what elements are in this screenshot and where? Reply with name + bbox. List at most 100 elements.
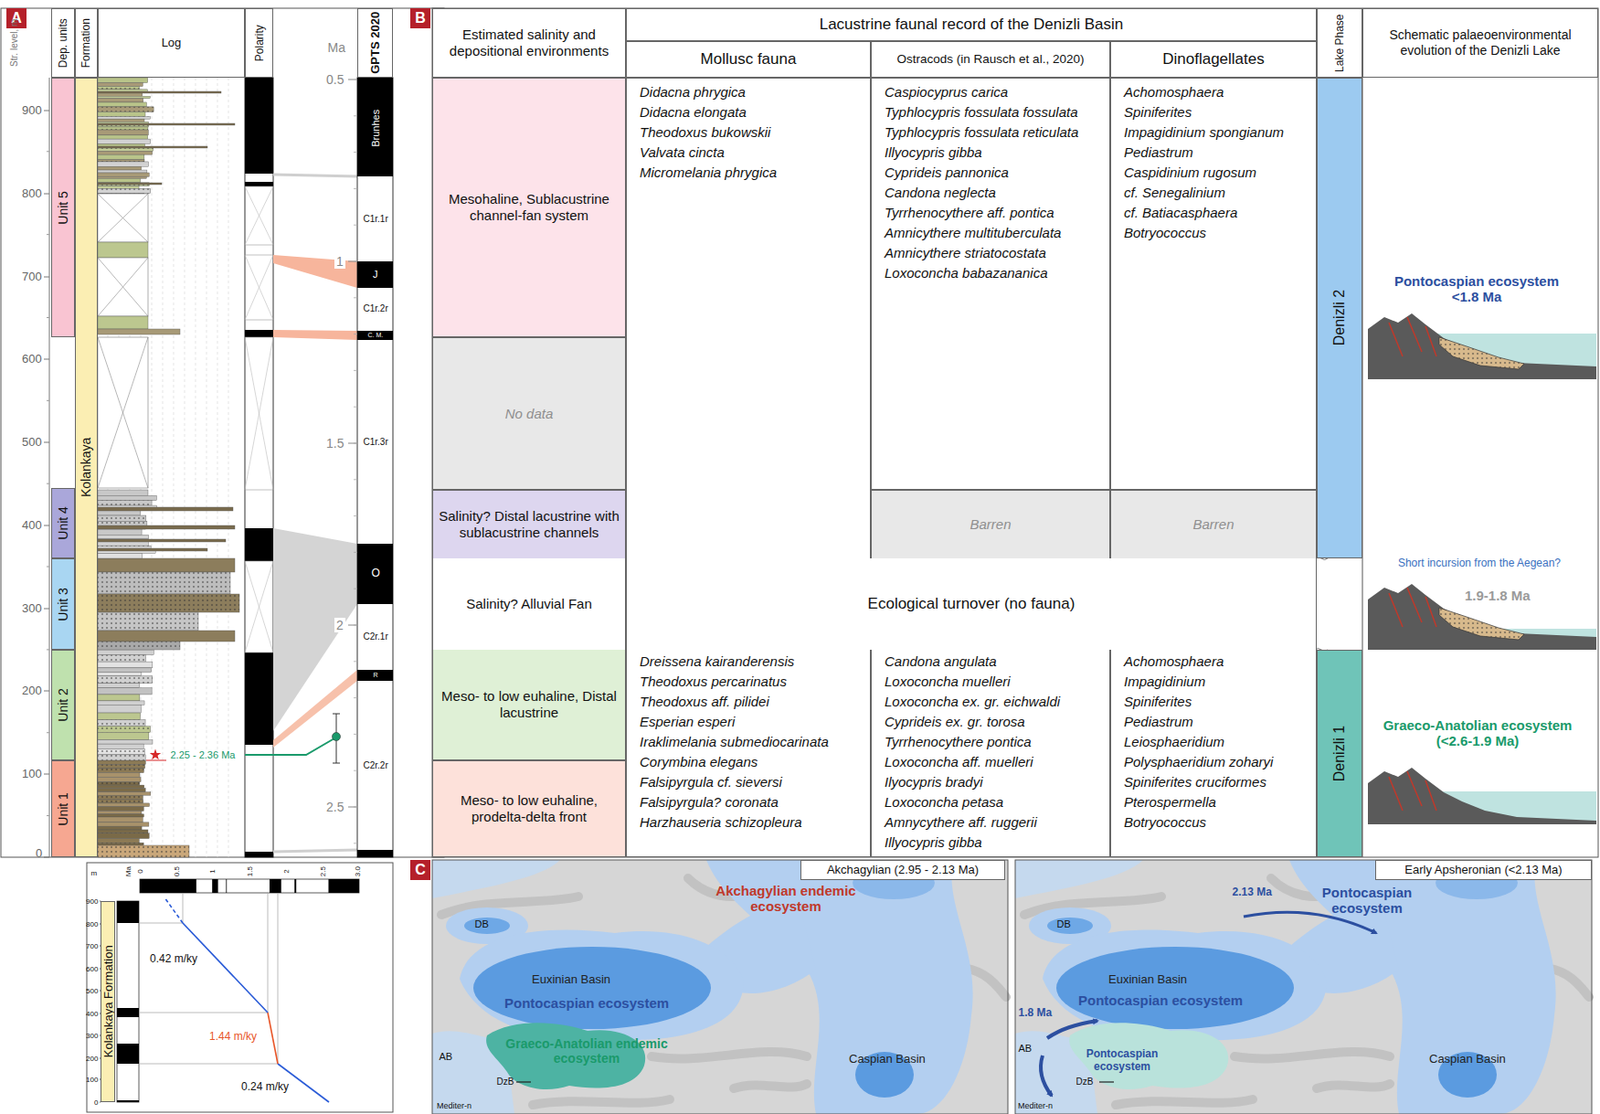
correlation-line <box>273 849 358 852</box>
depth-minor-tick <box>46 400 50 402</box>
log-bed <box>97 816 143 823</box>
log-bed <box>97 572 231 594</box>
species-name: Achomosphaera <box>1123 82 1311 103</box>
log-gap-cross <box>97 193 149 243</box>
label-anchor: C1r.2r <box>363 303 389 315</box>
log-bed <box>97 661 153 668</box>
log-bed <box>97 135 149 139</box>
figure-label: 0.5 <box>324 72 346 87</box>
age-minor-tick <box>353 625 358 626</box>
correlation-band <box>273 329 358 340</box>
species-name: Loxoconcha muelleri <box>884 671 1104 692</box>
label-anchor: C2r.1r <box>363 631 389 643</box>
polarity-gap <box>244 186 274 188</box>
node-text: No data <box>505 405 554 423</box>
node-text: Denizli 1 <box>1330 725 1348 782</box>
label-anchor: 100 <box>21 767 43 782</box>
figure-label: Pontocaspian ecosystem <box>1078 992 1243 1008</box>
log-bed <box>97 186 139 190</box>
map-ridge <box>1234 1051 1390 1059</box>
log-bed <box>97 612 199 631</box>
figure-label: C1r.2r <box>363 303 389 315</box>
panel-frame <box>432 8 1599 858</box>
fault-line <box>1407 317 1422 352</box>
species-name: Theodoxus aff. pilidei <box>639 691 865 712</box>
label-anchor: Str. level, m <box>0 37 39 49</box>
table-header: Schematic palaeoenvironmental evolution … <box>1362 8 1599 78</box>
node-text: Polarity <box>252 24 265 62</box>
log-sand <box>97 845 190 858</box>
map-leader <box>516 1080 531 1082</box>
age-minor-tick <box>353 151 358 153</box>
species-name: Achomosphaera <box>1123 651 1311 672</box>
unit-band: Unit 2 <box>51 649 75 761</box>
figure-label: 900 <box>85 897 98 906</box>
log-sand <box>97 676 153 684</box>
lake-phase-band: Denizli 1 <box>1316 649 1363 858</box>
unit-band: Unit 4 <box>51 487 75 559</box>
table-header: Lacustrine faunal record of the Denizli … <box>625 8 1317 42</box>
art-group <box>0 8 1599 1114</box>
species-name: Illyocypris gibba <box>884 832 1104 853</box>
map-sea <box>1015 859 1144 899</box>
correlation-line <box>273 174 358 177</box>
depth-tick <box>43 857 50 859</box>
species-name: Spiniferites <box>1123 102 1311 123</box>
age-minor-tick <box>353 224 358 226</box>
migration-arrow <box>1047 1020 1098 1039</box>
rate-line <box>267 1012 278 1064</box>
grid-line <box>217 77 219 858</box>
node-text: Unit 1 <box>55 792 72 827</box>
figure-label: 1.9-1.8 Ma <box>1464 587 1531 604</box>
figure-label: 1.5 <box>244 866 254 877</box>
figure-label: Graeco-Anatolian ecosystem (<2.6-1.9 Ma) <box>1367 717 1588 750</box>
log-bed <box>97 529 142 535</box>
log-bed <box>97 649 154 656</box>
column-header: Dep. units <box>51 8 75 78</box>
log-bed <box>97 102 147 107</box>
log-bed <box>97 803 149 807</box>
inset-polarity <box>116 900 139 1102</box>
label-anchor: 300 <box>21 602 43 616</box>
figure-label: DB <box>475 918 489 931</box>
species-name: Amnicythere multituberculata <box>884 222 1104 244</box>
label-anchor: 2.13 Ma <box>1232 886 1272 900</box>
depth-tick <box>43 276 50 278</box>
figure-label: DzB <box>497 1076 515 1088</box>
log-gap-cross <box>97 337 149 488</box>
correlation-band <box>273 669 358 748</box>
label-anchor: Ma <box>123 867 134 876</box>
sample-mark <box>146 760 167 762</box>
log-bed <box>97 593 240 613</box>
log-gap-cross <box>97 193 149 243</box>
species-cell: Didacna phrygicaDidacna elongataTheodoxu… <box>625 77 871 559</box>
age-tick <box>348 79 358 81</box>
log-bed <box>97 784 145 788</box>
inset-gpts-normal <box>294 879 297 893</box>
fault-line <box>1388 776 1403 811</box>
alluvial-fan <box>1439 337 1525 370</box>
log-bed <box>97 814 144 817</box>
age-minor-tick <box>353 478 358 480</box>
figure-label: 700 <box>85 942 98 951</box>
figure-label: O <box>371 567 381 581</box>
map-sea-deep <box>464 917 510 934</box>
node-text: Unit 4 <box>55 506 72 541</box>
species-name: Spiniferites <box>1123 691 1311 712</box>
log-bed <box>97 763 146 768</box>
label-anchor: C. M. <box>368 331 384 340</box>
log-sand <box>97 515 147 521</box>
salinity-cell: Mesohaline, Sublacustrine channel-fan sy… <box>432 77 626 338</box>
log-bed <box>97 510 141 516</box>
log-bed <box>97 833 149 839</box>
species-name: Didacna elongata <box>639 102 865 123</box>
node-text: Unit 3 <box>55 587 72 622</box>
barren-cell: Barren <box>1110 489 1317 559</box>
fault-line <box>1388 593 1403 627</box>
fault-line <box>1425 596 1437 627</box>
map-sea-deep <box>1047 917 1093 934</box>
species-cell: Candona angulataLoxoconcha muelleriLoxoc… <box>870 649 1111 858</box>
log-bed <box>97 116 150 120</box>
figure-label: Pontocaspian ecosystem <1.8 Ma <box>1380 273 1573 306</box>
